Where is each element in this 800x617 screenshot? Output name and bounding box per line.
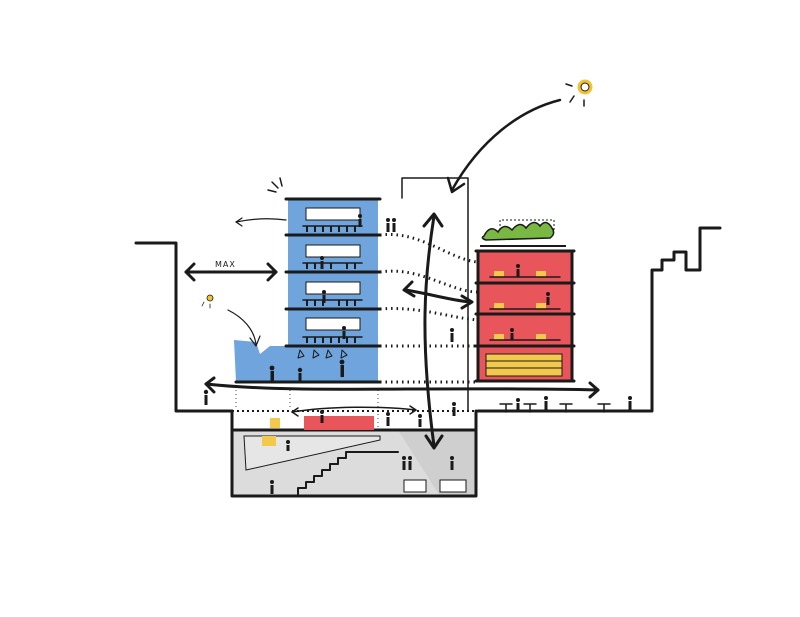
blue-building (234, 197, 382, 384)
outflow-arrow (235, 217, 287, 227)
reference-lines (235, 390, 379, 430)
library-shelves (485, 353, 563, 377)
red-building (474, 249, 576, 383)
street-flow-arrow (204, 376, 600, 399)
connection-arrow (402, 280, 474, 310)
floor-connections (379, 232, 479, 384)
sunlight-arrow (446, 98, 562, 194)
sun-icon (565, 79, 593, 107)
street-tables (499, 403, 611, 413)
small-sun-arrow (227, 309, 261, 347)
ground-floor (232, 410, 478, 430)
spark-marks (267, 177, 283, 193)
small-sun-icon (201, 294, 214, 309)
person-icon (203, 214, 632, 494)
central-tower-outline (401, 177, 469, 411)
ground-line (134, 226, 722, 413)
max-dimension-arrow (184, 262, 278, 282)
ground-arrow (291, 405, 417, 417)
tree-icon (480, 219, 566, 247)
max-label: MAX (215, 260, 236, 269)
vertical-flow-arrow (422, 212, 444, 450)
